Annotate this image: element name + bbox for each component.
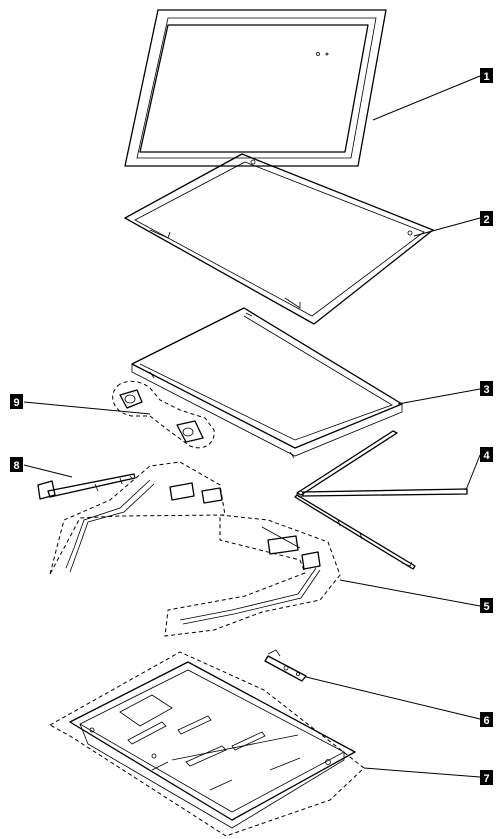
callout-4: 4 <box>480 447 493 462</box>
callout-3: 3 <box>480 381 493 396</box>
part-1-lcd-bezel <box>124 9 387 167</box>
leader-7 <box>363 767 481 778</box>
leader-2 <box>413 217 481 237</box>
leader-lines <box>23 75 481 778</box>
callout-label: 9 <box>13 397 19 409</box>
leader-3 <box>397 388 481 405</box>
callout-label: 4 <box>483 450 490 462</box>
callout-label: 8 <box>13 460 19 472</box>
part-2-display-frame <box>124 153 434 325</box>
part-6-camera-board <box>264 649 307 682</box>
callout-1: 1 <box>480 68 493 83</box>
callout-7: 7 <box>480 770 493 785</box>
part-8-camera-cable <box>37 473 136 500</box>
part-9-hinges <box>112 380 215 449</box>
callout-9: 9 <box>10 394 23 409</box>
callout-6: 6 <box>480 712 493 727</box>
leader-1 <box>372 75 481 121</box>
leader-9 <box>23 401 151 415</box>
callout-label: 1 <box>483 71 489 83</box>
part-5-antenna-assembly <box>49 461 341 637</box>
leader-5 <box>339 579 481 607</box>
callout-label: 2 <box>483 214 489 226</box>
leader-8 <box>23 464 73 478</box>
part-7-rear-cover <box>48 651 365 837</box>
callout-2: 2 <box>480 211 493 226</box>
callout-label: 6 <box>483 715 489 727</box>
leader-6 <box>305 676 481 720</box>
callout-8: 8 <box>10 457 23 472</box>
callout-label: 5 <box>483 601 489 613</box>
part-3-lcd-panel <box>131 307 403 459</box>
callout-5: 5 <box>480 598 493 613</box>
leader-4 <box>465 454 481 491</box>
part-4-bracket <box>294 430 468 570</box>
callout-label: 3 <box>483 384 489 396</box>
callout-label: 7 <box>483 773 489 785</box>
